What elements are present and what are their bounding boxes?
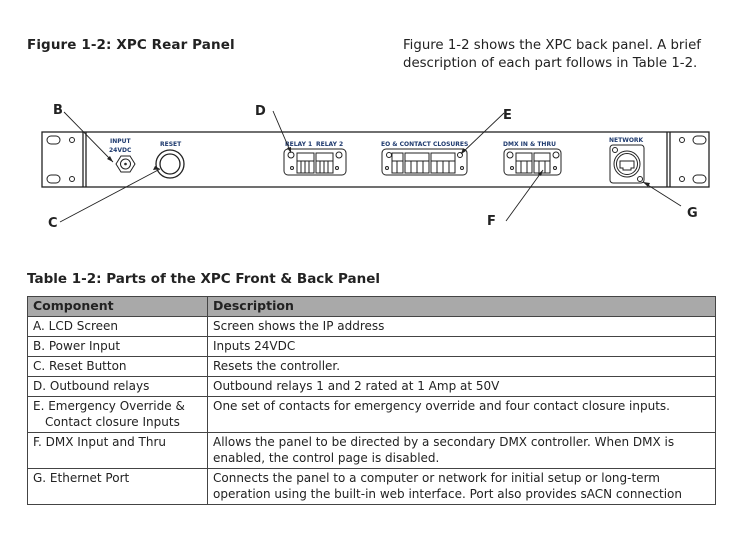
description-cell: One set of contacts for emergency overri… bbox=[207, 396, 716, 433]
header-component: Component bbox=[27, 296, 208, 317]
parts-table: Component Description A. LCD Screen Scre… bbox=[27, 296, 716, 505]
table-row: G. Ethernet Port Connects the panel to a… bbox=[27, 468, 716, 505]
callout-arrowheads bbox=[107, 147, 650, 187]
table-row: F. DMX Input and Thru Allows the panel t… bbox=[27, 432, 716, 469]
ethernet-port-icon bbox=[609, 144, 645, 184]
intro-paragraph: Figure 1-2 shows the XPC back panel. A b… bbox=[403, 37, 738, 73]
eo-contacts-label: EO & CONTACT CLOSURES bbox=[381, 141, 468, 148]
description-cell: Connects the panel to a computer or netw… bbox=[207, 468, 716, 505]
callout-d: D bbox=[255, 104, 266, 119]
component-cell: A. LCD Screen bbox=[27, 316, 208, 337]
network-label: NETWORK bbox=[609, 137, 644, 144]
callout-leaders bbox=[59, 110, 682, 223]
table-row: E. Emergency Override & Contact closure … bbox=[27, 396, 716, 433]
leader-e bbox=[460, 112, 505, 155]
eo-contact-connector-icon bbox=[381, 148, 468, 176]
description-cell: Outbound relays 1 and 2 rated at 1 Amp a… bbox=[207, 376, 716, 397]
description-cell: Allows the panel to be directed by a sec… bbox=[207, 432, 716, 469]
header-description: Description bbox=[207, 296, 716, 317]
reset-button-icon bbox=[155, 149, 185, 179]
callout-f: F bbox=[487, 214, 496, 229]
callout-g: G bbox=[687, 206, 698, 221]
table-row: B. Power Input Inputs 24VDC bbox=[27, 336, 716, 357]
table-row: C. Reset Button Resets the controller. bbox=[27, 356, 716, 377]
dmx-label: DMX IN & THRU bbox=[503, 141, 556, 148]
relay2-label: RELAY 2 bbox=[316, 141, 343, 148]
description-cell: Screen shows the IP address bbox=[207, 316, 716, 337]
callout-e: E bbox=[503, 108, 512, 123]
rear-panel-diagram: INPUT 24VDC RESET RELAY 1 RELAY 2 EO & C… bbox=[41, 103, 710, 231]
component-line-continued: Contact closure Inputs bbox=[45, 415, 180, 429]
dmx-connector-icon bbox=[503, 148, 562, 176]
figure-title: Figure 1-2: XPC Rear Panel bbox=[27, 37, 235, 53]
input-voltage-label: 24VDC bbox=[109, 147, 132, 154]
component-cell: E. Emergency Override & Contact closure … bbox=[27, 396, 208, 433]
component-cell: B. Power Input bbox=[27, 336, 208, 357]
table-header-row: Component Description bbox=[27, 296, 716, 317]
component-cell: C. Reset Button bbox=[27, 356, 208, 377]
rack-ear-right bbox=[679, 135, 707, 184]
input-label: INPUT bbox=[110, 138, 132, 145]
component-cell: G. Ethernet Port bbox=[27, 468, 208, 505]
table-title: Table 1-2: Parts of the XPC Front & Back… bbox=[27, 271, 381, 287]
description-cell: Resets the controller. bbox=[207, 356, 716, 377]
table-row: D. Outbound relays Outbound relays 1 and… bbox=[27, 376, 716, 397]
table-row: A. LCD Screen Screen shows the IP addres… bbox=[27, 316, 716, 337]
callout-b: B bbox=[53, 103, 63, 118]
leader-c bbox=[59, 168, 161, 223]
leader-f bbox=[505, 169, 544, 222]
rack-ear-left bbox=[46, 135, 75, 184]
leader-g bbox=[642, 181, 682, 207]
relay1-label: RELAY 1 bbox=[285, 141, 312, 148]
chassis bbox=[41, 131, 710, 188]
relay-connector-icon bbox=[283, 148, 347, 176]
component-cell: D. Outbound relays bbox=[27, 376, 208, 397]
reset-label: RESET bbox=[160, 141, 182, 148]
component-cell: F. DMX Input and Thru bbox=[27, 432, 208, 469]
component-line: E. Emergency Override & bbox=[33, 399, 185, 413]
intro-line: description of each part follows in Tabl… bbox=[403, 56, 698, 71]
description-cell: Inputs 24VDC bbox=[207, 336, 716, 357]
leader-b bbox=[63, 111, 114, 163]
power-input-jack-icon bbox=[115, 155, 136, 173]
leader-d bbox=[272, 110, 292, 154]
intro-line: Figure 1-2 shows the XPC back panel. A b… bbox=[403, 38, 701, 53]
callout-c: C bbox=[48, 216, 58, 231]
